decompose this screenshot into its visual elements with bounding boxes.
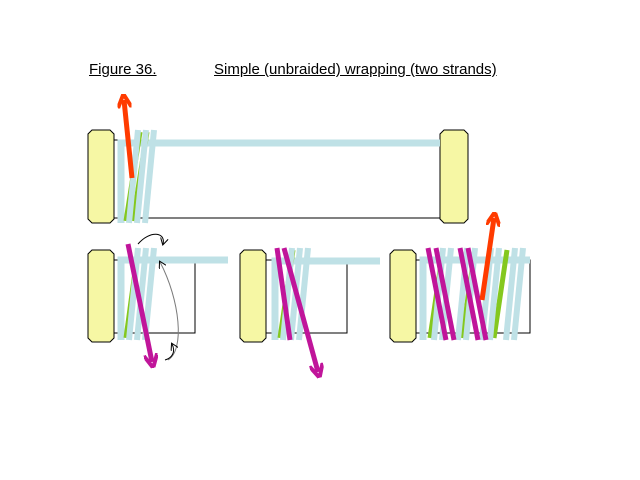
blue-wrap <box>126 247 141 341</box>
red-up-arrow-icon <box>124 100 135 179</box>
right-ferrule <box>439 129 469 224</box>
bottom-left-panel <box>87 233 228 362</box>
blue-strand <box>419 256 530 340</box>
blue-strand <box>117 256 228 340</box>
left-ferrule <box>389 249 417 343</box>
magenta-strand <box>274 247 293 341</box>
curved-arrow-icon <box>164 344 174 361</box>
blue-wrap <box>134 129 149 224</box>
blue-wrap <box>134 247 149 341</box>
blue-strand <box>271 257 380 340</box>
magenta-strand <box>433 247 457 341</box>
curved-arrow-icon <box>137 233 163 244</box>
figure-title: Simple (unbraided) wrapping (two strands… <box>214 61 497 78</box>
bottom-middle-panel <box>239 247 380 372</box>
blue-wrap <box>487 247 502 341</box>
top-panel <box>87 100 469 224</box>
blue-wrap <box>503 247 518 341</box>
blue-strand <box>117 139 440 223</box>
left-ferrule <box>87 129 115 224</box>
green-strand <box>491 249 510 339</box>
magenta-strand <box>425 247 449 341</box>
blank-rod <box>109 139 446 219</box>
curved-arrow-icon <box>160 262 179 361</box>
blue-wrap <box>296 247 311 341</box>
magenta-down-arrow-icon <box>281 247 318 372</box>
left-ferrule <box>87 249 115 343</box>
magenta-strand <box>457 247 481 341</box>
blue-wrap <box>142 129 157 224</box>
figure-number: Figure 36. <box>89 61 157 78</box>
bottom-right-panel <box>389 218 531 343</box>
blue-wrap <box>511 247 526 341</box>
magenta-strand <box>465 247 489 341</box>
red-up-arrow-icon <box>479 218 494 301</box>
left-ferrule <box>239 249 267 343</box>
magenta-down-arrow-icon <box>125 243 152 362</box>
